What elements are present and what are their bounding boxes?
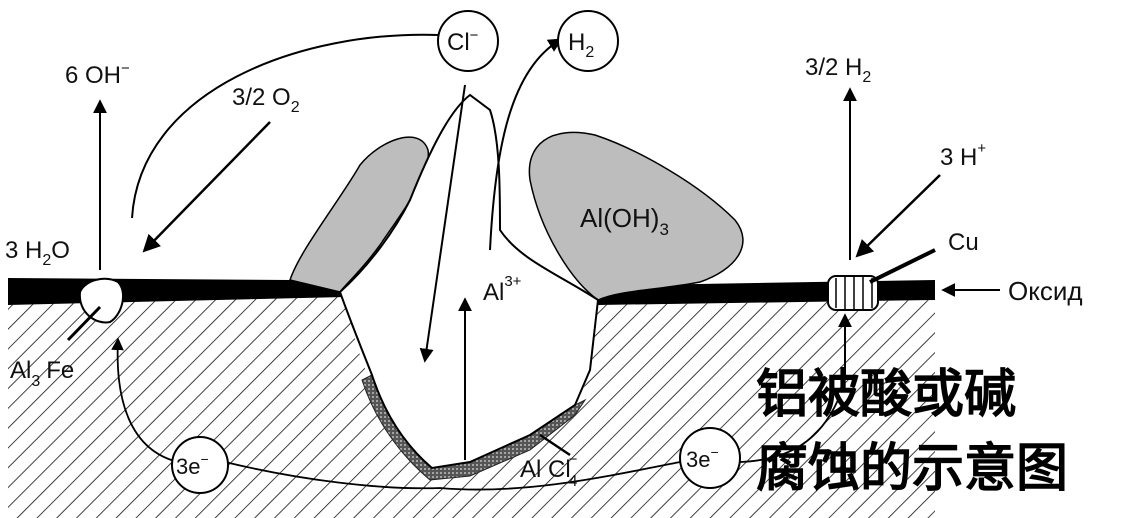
label-o2: 3/2 O2 (232, 84, 300, 116)
cu-pointer (869, 248, 936, 284)
alcl-pointer (539, 433, 571, 457)
label-hplus: 3 H+ (940, 140, 986, 171)
label-cu: Cu (948, 229, 979, 256)
electron-path-bottom (224, 461, 681, 491)
electron-path-right (739, 399, 839, 463)
label-h2-circle: H2 (568, 29, 594, 61)
label-aloh3: Al(OH)3 (580, 203, 669, 239)
label-al3plus: Al3+ (483, 273, 522, 306)
cu-particle (827, 275, 879, 311)
label-electron-left: 3e− (176, 451, 209, 479)
electron-circle-right (679, 427, 741, 489)
arrow-o2 (142, 121, 271, 253)
label-oxide: Оксид (1008, 276, 1083, 306)
label-alcl4: Al Cl4− (520, 451, 578, 490)
arrow-h2-up (489, 38, 563, 251)
arrow-cl-down (419, 84, 466, 363)
label-h2o: 3 H2O (5, 237, 70, 269)
cl-circle (437, 10, 499, 72)
caption-line-2: 腐蚀的示意图 (756, 439, 1068, 499)
arrow-hplus (855, 174, 941, 258)
h2-circle (557, 10, 619, 72)
label-electron-right: 3e− (686, 444, 719, 472)
label-oh: 6 OH− (65, 60, 130, 89)
electron-path-left (111, 337, 179, 463)
label-h2-right: 3/2 H2 (805, 54, 871, 86)
al3fe-pointer (66, 305, 102, 342)
hydroxide-deposit-right (528, 131, 744, 301)
al3fe-particle (78, 277, 125, 324)
electron-circle-left (171, 436, 229, 494)
arrow-cl-to-water (131, 33, 441, 219)
corrosion-pit (338, 93, 600, 470)
caption-line-1: 铝被酸或碱 (756, 365, 1016, 425)
hydroxide-deposit-left (289, 136, 429, 293)
label-cl: Cl− (447, 27, 479, 56)
